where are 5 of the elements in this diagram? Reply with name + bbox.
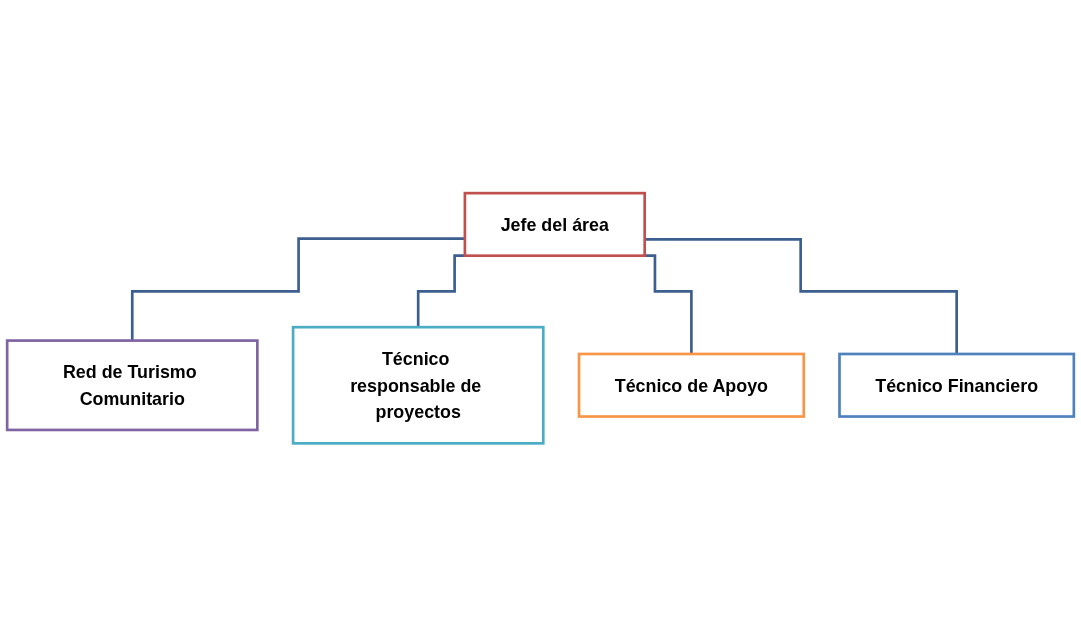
node-box: Red de Turismo Comunitario — [5, 339, 259, 432]
node-box: Técnico de Apoyo — [577, 352, 806, 419]
node-box: Técnico Financiero — [838, 352, 1076, 419]
node-box: Jefe del área — [463, 192, 646, 258]
node-box: Técnico responsable de proyectos — [291, 326, 545, 445]
